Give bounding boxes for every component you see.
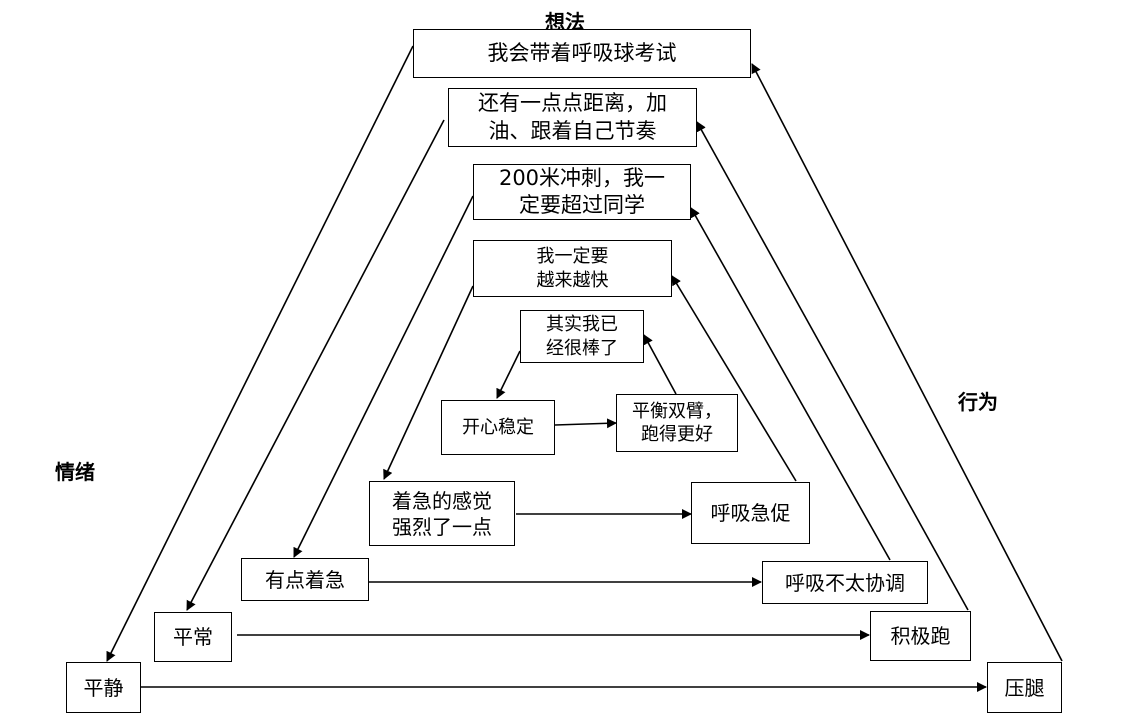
thought-text-2a: 还有一点点距离，加 (478, 91, 667, 116)
thought-text-3a: 200米冲刺，我一 (498, 165, 666, 190)
arrow-thought4-to-emotion4 (383, 285, 474, 480)
arrow-thought5-to-emotion5 (496, 350, 521, 399)
arrow-behavior1-to-thought1 (751, 63, 1063, 662)
arrow-behavior3-to-thought3 (690, 207, 891, 561)
emotion-text-1: 平静 (83, 675, 124, 700)
arrow-thought1-to-emotion1 (106, 45, 414, 662)
arrow-emotion5-to-behavior5 (554, 418, 617, 429)
arrow-behavior2-to-thought2 (696, 121, 969, 611)
behavior-box-4: 呼吸急促 (691, 482, 810, 544)
thought-box-4: 我一定要 越来越快 (473, 240, 672, 297)
emotion-text-5: 开心稳定 (462, 416, 534, 438)
emotion-box-2: 平常 (154, 612, 232, 662)
thought-box-1: 我会带着呼吸球考试 (413, 29, 751, 78)
emotion-text-3: 有点着急 (265, 567, 345, 592)
thought-text-5a: 其实我已 (546, 314, 618, 336)
emotion-box-5: 开心稳定 (441, 400, 555, 455)
thought-text-4b: 越来越快 (536, 269, 609, 291)
thought-text-5b: 经很棒了 (546, 337, 618, 359)
arrow-thought2-to-emotion2 (186, 119, 445, 611)
behavior-label: 行为 (958, 390, 998, 414)
behavior-text-4: 呼吸急促 (710, 501, 791, 525)
arrow-thought3-to-emotion3 (293, 195, 474, 558)
arrow-behavior5-to-thought5 (643, 334, 677, 395)
emotion-box-3: 有点着急 (241, 558, 369, 601)
behavior-box-5: 平衡双臂， 跑得更好 (616, 394, 738, 452)
thought-text-4a: 我一定要 (536, 246, 609, 268)
thought-box-5: 其实我已 经很棒了 (520, 310, 644, 363)
behavior-text-2: 积极跑 (890, 624, 951, 648)
emotion-box-4: 着急的感觉 强烈了一点 (369, 481, 515, 546)
thought-text-3b: 定要超过同学 (519, 193, 645, 217)
behavior-box-1: 压腿 (987, 662, 1062, 713)
emotion-text-4a: 着急的感觉 (392, 488, 492, 513)
behavior-text-1: 压腿 (1004, 675, 1045, 700)
thought-text-2b: 油、跟着自己节奏 (488, 118, 657, 143)
thought-box-2: 还有一点点距离，加 油、跟着自己节奏 (448, 88, 697, 147)
behavior-text-5b: 跑得更好 (641, 424, 713, 445)
behavior-box-2: 积极跑 (870, 611, 971, 661)
behavior-text-3: 呼吸不太协调 (785, 570, 905, 595)
thought-box-3: 200米冲刺，我一 定要超过同学 (473, 164, 691, 220)
thought-text-1: 我会带着呼吸球考试 (487, 40, 677, 65)
emotion-text-2: 平常 (173, 625, 213, 649)
behavior-box-3: 呼吸不太协调 (762, 561, 928, 604)
emotion-box-1: 平静 (66, 662, 141, 713)
emotion-label: 情绪 (55, 460, 95, 484)
behavior-text-5a: 平衡双臂， (632, 400, 722, 422)
emotion-text-4b: 强烈了一点 (392, 514, 492, 539)
arrow-behavior4-to-thought4 (671, 275, 797, 482)
